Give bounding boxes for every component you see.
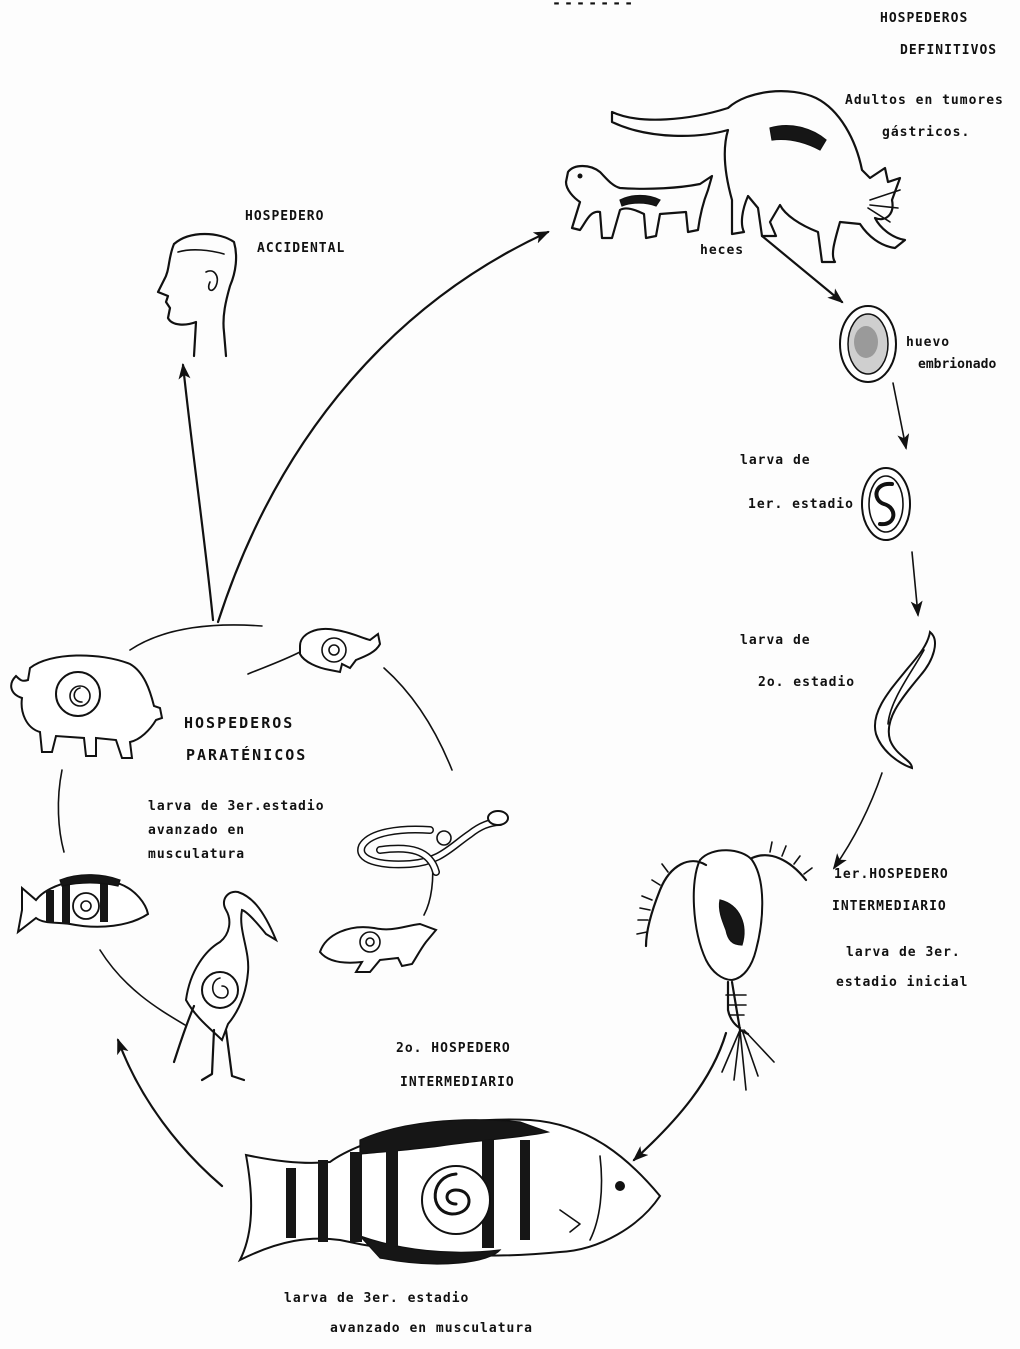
egg-icon (840, 306, 896, 382)
arrow-larva2-to-copepod (834, 773, 882, 868)
larva2-label-2: 2o. estadio (758, 674, 855, 692)
paratenic-hosts-label-2: PARATÉNICOS (186, 746, 307, 764)
snake-icon (361, 811, 508, 872)
accidental-host-label-1: HOSPEDERO (245, 208, 324, 226)
adults-label-2: gástricos. (882, 124, 970, 142)
paratenic-larva-label-3: musculatura (148, 846, 245, 864)
arrow-to-definitive-hosts (218, 232, 548, 622)
arrow-egg-to-larva1 (893, 383, 906, 448)
frog-icon (320, 924, 436, 972)
larva-second-stage-icon (875, 632, 935, 768)
paratenic-hosts-label-1: HOSPEDEROS (184, 714, 294, 732)
human-head-icon (158, 234, 236, 356)
first-intermediate-label-2: INTERMEDIARIO (832, 898, 947, 916)
small-fish-icon (18, 875, 148, 932)
larva2-label-1: larva de (740, 632, 811, 650)
fish-icon (240, 1120, 660, 1264)
definitive-hosts-label-1: HOSPEDEROS (880, 10, 968, 28)
copepod-icon (637, 842, 812, 1090)
larva3-initial-label-2: estadio inicial (836, 974, 968, 992)
adults-label-1: Adultos en tumores (845, 92, 1004, 110)
egg-label-2: embrionado (918, 356, 996, 374)
larva-first-stage-icon (862, 468, 910, 540)
definitive-hosts-label-2: DEFINITIVOS (900, 42, 997, 60)
second-intermediate-label-1: 2o. HOSPEDERO (396, 1040, 511, 1058)
accidental-host-label-2: ACCIDENTAL (257, 240, 345, 258)
arrow-fish-to-paratenic (118, 1040, 222, 1186)
paratenic-larva-label-2: avanzado en (148, 822, 245, 840)
second-intermediate-label-2: INTERMEDIARIO (400, 1074, 515, 1092)
rat-icon (248, 629, 380, 674)
arrow-larva1-to-larva2 (912, 552, 918, 615)
larva3-initial-label-1: larva de 3er. (846, 944, 961, 962)
fish-larva-label-1: larva de 3er. estadio (284, 1290, 469, 1308)
feces-label: heces (700, 242, 744, 260)
pig-icon (11, 655, 162, 758)
larva1-label-2: 1er. estadio (748, 496, 854, 514)
arrow-to-human (183, 365, 213, 620)
heron-icon (174, 892, 276, 1080)
arrow-copepod-to-fish (634, 1033, 726, 1160)
dog-icon (566, 166, 712, 238)
arrow-feces-to-egg (762, 236, 842, 302)
egg-label-1: huevo (906, 334, 950, 352)
larva1-label-1: larva de (740, 452, 811, 470)
fish-larva-label-2: avanzado en musculatura (330, 1320, 533, 1338)
paratenic-larva-label-1: larva de 3er.estadio (148, 798, 325, 816)
first-intermediate-label-1: 1er.HOSPEDERO (834, 866, 949, 884)
header-mark: ------- (552, 0, 636, 12)
